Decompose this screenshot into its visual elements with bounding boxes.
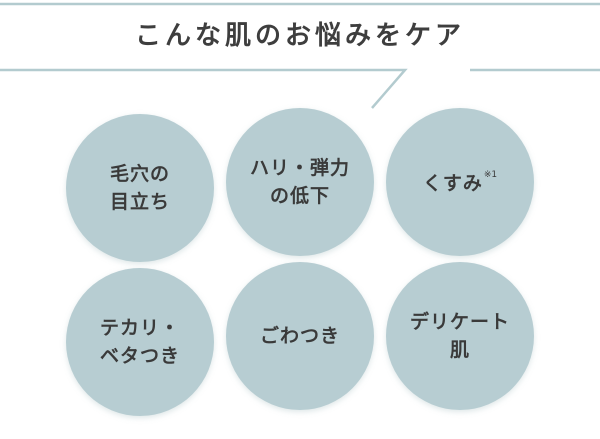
concern-label: 毛穴の 目立ち: [109, 163, 170, 213]
concern-firmness: ハリ・弾力 の低下: [226, 108, 374, 256]
concern-label: テカリ・ ベタつき: [99, 317, 180, 367]
concern-roughness: ごわつき: [226, 262, 374, 410]
section-heading: こんな肌のお悩みをケア: [134, 21, 465, 51]
concern-label: デリケート 肌: [409, 311, 510, 361]
concern-dullness: くすみ※1: [386, 108, 534, 256]
concern-label: ハリ・弾力 の低下: [249, 157, 350, 207]
concern-label: ごわつき: [259, 325, 340, 347]
concern-label: くすみ: [422, 172, 483, 195]
footnote-mark: ※1: [483, 170, 498, 181]
concern-label-wrap: くすみ※1: [423, 166, 497, 197]
concern-pores: 毛穴の 目立ち: [66, 114, 214, 262]
concern-oiliness: テカリ・ ベタつき: [66, 268, 214, 416]
concern-sensitive-skin: デリケート 肌: [386, 262, 534, 410]
